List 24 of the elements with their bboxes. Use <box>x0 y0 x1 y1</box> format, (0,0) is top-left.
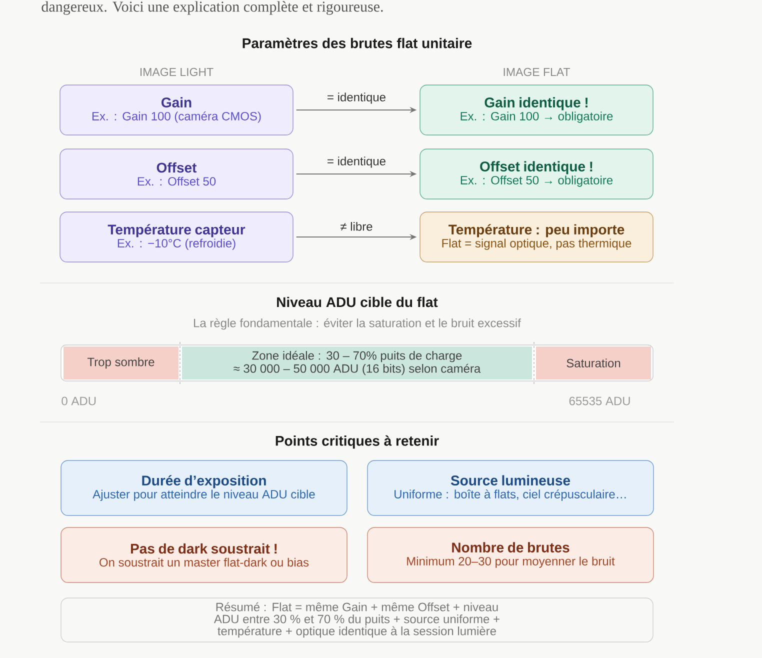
body-text: dangereux. Voici une explication complète et rigoureuse. <box>42 1 383 15</box>
summary-box: Résumé : Flat = même Gain + même Offset + niveau ADU entre 30 % et 70 % du puits + source uniforme + température + optique identique à la session lumière <box>60 598 654 642</box>
process-box: Température capteur Ex. : −10°C (refroidie) <box>60 212 294 262</box>
bar-segment: Saturation <box>536 346 652 380</box>
edge-label: = identique <box>328 156 386 168</box>
section-heading: Niveau ADU cible du flat <box>277 296 438 308</box>
edge-label: ≠ libre <box>340 222 372 231</box>
bar-segment: Trop sombre <box>64 346 178 380</box>
info-card: Pas de dark soustrait ! On soustrait un master flat-dark ou bias <box>60 527 348 583</box>
process-box: Température : peu importe Flat = signal optique, pas thermique <box>420 212 654 262</box>
info-card: Nombre de brutes Minimum 20–30 pour moyenner le bruit <box>367 527 654 583</box>
process-box: Offset Ex. : Offset 50 <box>60 148 294 200</box>
scale-label: 65535 ADU <box>569 396 630 406</box>
process-box: Gain identique ! Ex. : Gain 100 → obligatoire <box>420 84 654 136</box>
subtitle: La règle fondamentale : éviter la saturation et le bruit excessif <box>194 318 521 330</box>
process-box: Offset identique ! Ex. : Offset 50 → obligatoire <box>420 148 654 200</box>
edge-label: = identique <box>328 92 386 104</box>
process-box: Gain Ex. : Gain 100 (caméra CMOS) <box>60 84 294 136</box>
scale-label: 0 ADU <box>62 396 96 406</box>
info-card: Durée d’exposition Ajuster pour atteindre le niveau ADU cible <box>60 460 348 516</box>
info-card: Source lumineuse Uniforme : boîte à flats, ciel crépusculaire… <box>367 460 654 516</box>
bar-segment: Zone idéale : 30 – 70% puits de charge ≈ 30 000 – 50 000 ADU (16 bits) selon caméra <box>182 346 532 380</box>
diagram-title: Paramètres des brutes flat unitaire <box>242 38 472 48</box>
section-heading: Points critiques à retenir <box>276 435 439 449</box>
